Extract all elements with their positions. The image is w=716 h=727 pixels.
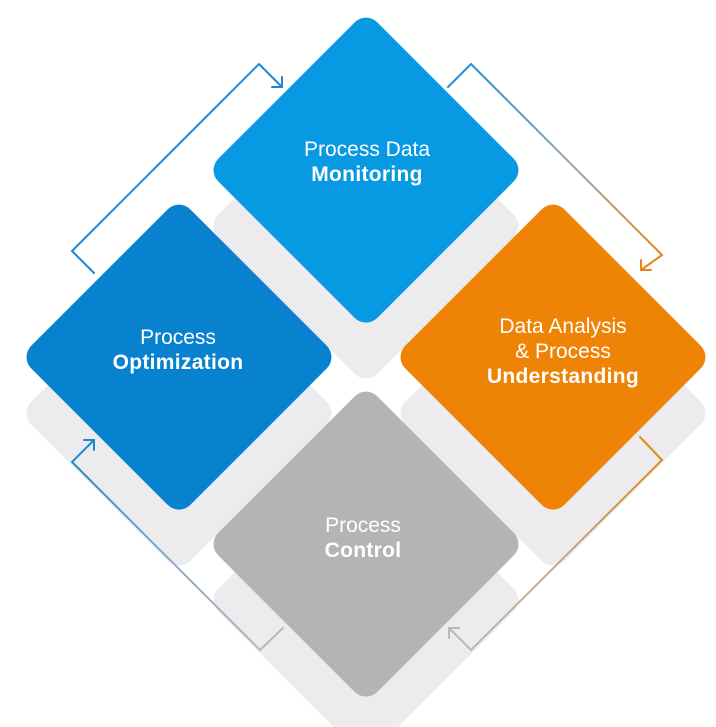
diamond-optimization <box>26 204 332 510</box>
diamond-monitoring <box>213 17 519 323</box>
arrow-icon <box>70 439 284 652</box>
arrow-icon <box>447 62 664 271</box>
diamond-understanding <box>400 204 706 510</box>
diamond-control <box>213 391 519 697</box>
arrow-icon <box>448 436 664 652</box>
arrow-icon <box>70 62 283 274</box>
